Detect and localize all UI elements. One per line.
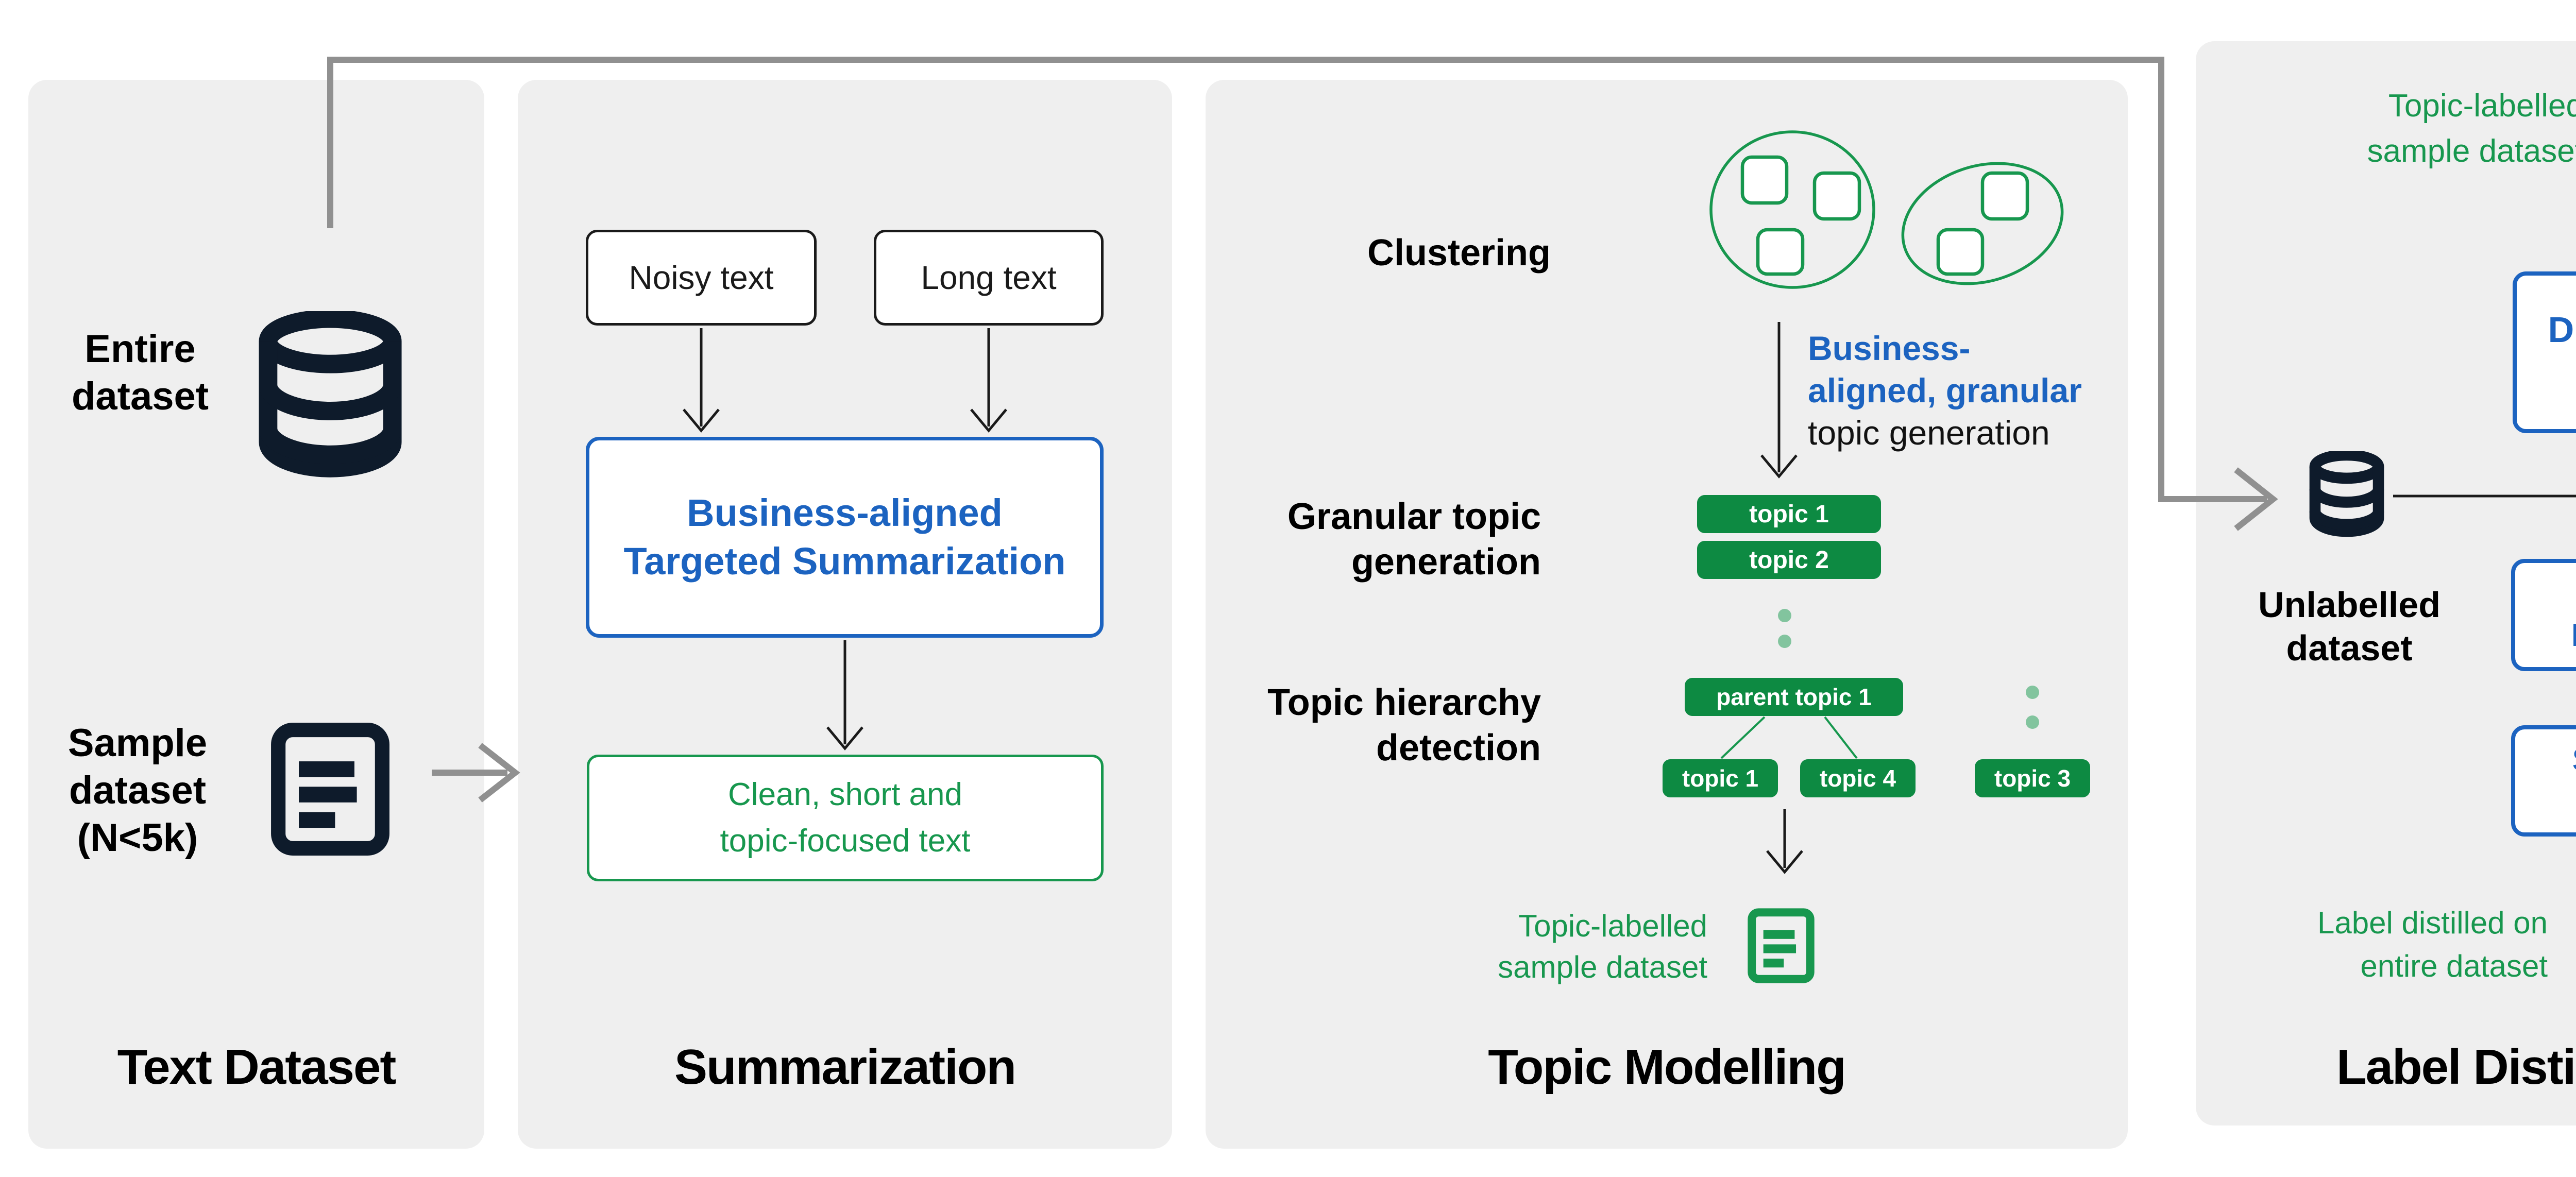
targeted-summarization-box: Business-aligned Targeted Summarization <box>586 437 1104 638</box>
cluster-ellipses-icon <box>1700 118 2081 299</box>
step-label-black-line: topic generation <box>1808 414 2050 452</box>
panel-topic-modelling: Clustering Business- aligned, <box>1206 80 2128 1149</box>
child-topic-chip-1: topic 1 <box>1663 759 1778 797</box>
ellipsis-dot <box>1778 609 1791 622</box>
database-icon-small <box>2300 451 2393 540</box>
document-lines-icon <box>268 723 393 856</box>
topic-chip-1: topic 1 <box>1697 495 1881 533</box>
panel-title-topic-modelling: Topic Modelling <box>1488 1039 1846 1095</box>
granular-topic-label: Granular topic generation <box>1287 496 1541 583</box>
label-distilled-output-label: Label distilled on entire dataset <box>2317 906 2548 983</box>
clean-text-box: Clean, short and topic-focused text <box>587 755 1104 881</box>
panel-label-distillation: Topic-labelled sample dataset Train Dist… <box>2196 41 2576 1125</box>
side-topic-chip-3: topic 3 <box>1975 759 2090 797</box>
database-icon <box>243 311 417 486</box>
step-label-blue-line2: aligned, granular <box>1808 371 2082 410</box>
sample-dataset-label: Sample dataset (N<5k) <box>67 721 208 860</box>
panel-title-text-dataset: Text Dataset <box>117 1039 397 1095</box>
distillation-model-box: Distillation Model <box>2513 271 2576 433</box>
panel-title-summarization: Summarization <box>674 1039 1016 1095</box>
ellipsis-dot <box>2026 715 2039 729</box>
entire-dataset-label: Entire dataset <box>71 327 209 418</box>
long-text-box: Long text <box>874 230 1104 326</box>
clustering-label: Clustering <box>1367 232 1551 274</box>
noisy-text-box: Noisy text <box>586 230 817 326</box>
topic-hierarchy-label: Topic hierarchy detection <box>1267 682 1541 769</box>
semantic-dedup-box: Semantic Dedup <box>2511 725 2576 837</box>
topic-labelled-input-label: Topic-labelled sample dataset <box>2367 88 2576 169</box>
topic-chip-2: topic 2 <box>1697 541 1881 579</box>
document-lines-icon-green <box>1747 906 1815 985</box>
parent-topic-chip: parent topic 1 <box>1685 678 1903 716</box>
ellipsis-dot <box>2026 686 2039 699</box>
panel-summarization: Noisy text Long text Business-aligned Ta… <box>518 80 1172 1149</box>
ellipsis-dot <box>1778 635 1791 648</box>
unlabelled-dataset-label: Unlabelled dataset <box>2258 585 2441 668</box>
topic-generation-step-label: Business- aligned, granular topic genera… <box>1808 327 2082 454</box>
panel-text-dataset: Entire dataset Sample dataset (N<5k) Tex… <box>28 80 484 1149</box>
ood-detection-box: OOD Detection <box>2511 559 2576 671</box>
child-topic-chip-4: topic 4 <box>1800 759 1916 797</box>
panel-title-label-distillation: Label Distillation <box>2336 1039 2576 1095</box>
step-label-blue-line1: Business- <box>1808 329 1971 367</box>
topic-labelled-output-label: Topic-labelled sample dataset <box>1498 909 1707 984</box>
